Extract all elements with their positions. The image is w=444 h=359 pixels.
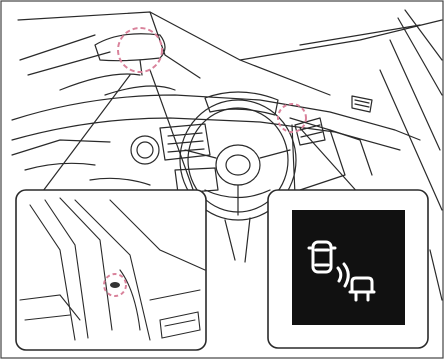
indicator-inset-panel bbox=[268, 190, 428, 348]
door-mirror-indicator-icon bbox=[110, 282, 120, 288]
indicator-display bbox=[292, 210, 405, 325]
mirror-inset-panel bbox=[16, 190, 206, 350]
